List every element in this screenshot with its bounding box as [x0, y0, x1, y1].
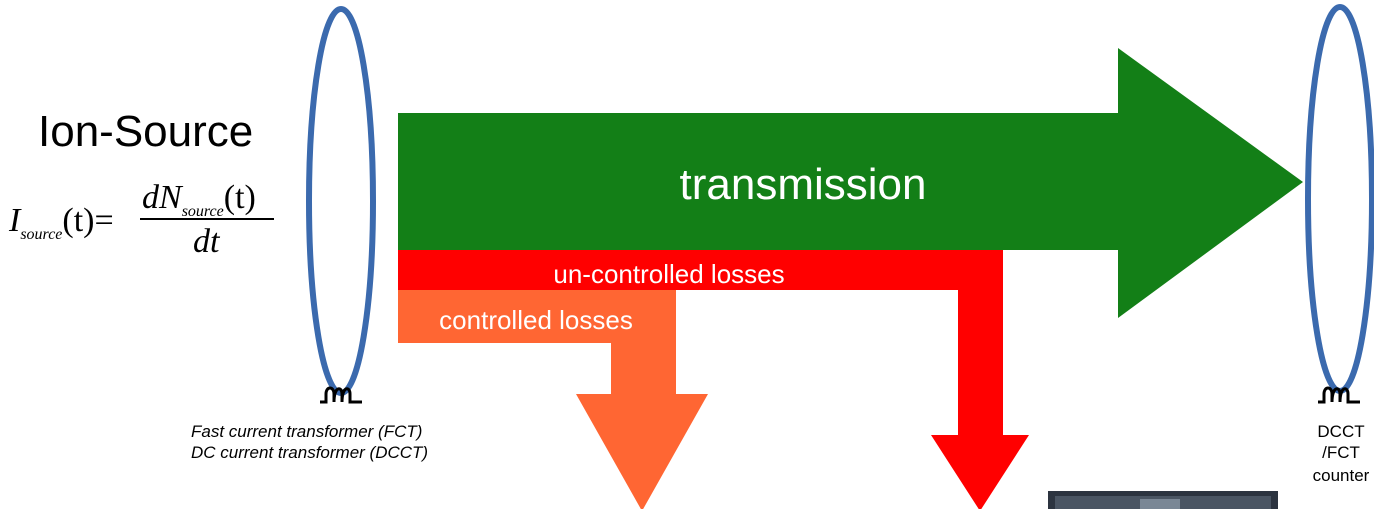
svg-text:Isource(t)=: Isource(t)=	[8, 202, 114, 243]
left-current-transformer-icon	[306, 6, 376, 404]
formula-argument: (t)	[62, 202, 94, 239]
dcct-caption: DC current transformer (DCCT)	[191, 443, 428, 462]
right-caption-line3: counter	[1313, 466, 1370, 485]
formula-lhs-subscript: source	[20, 226, 62, 243]
ion-source-title: Ion-Source	[38, 107, 253, 156]
right-current-transformer-icon	[1305, 4, 1374, 404]
controlled-losses-label: controlled losses	[439, 305, 633, 335]
controlled-losses-arrow	[398, 290, 708, 509]
transmission-label: transmission	[680, 160, 927, 209]
uncontrolled-losses-label: un-controlled losses	[553, 259, 784, 289]
formula-numerator-argument: (t)	[224, 179, 256, 216]
formula-equals: =	[94, 202, 113, 239]
formula-denominator: dt	[193, 223, 221, 260]
formula-numerator-prefix: dN	[142, 179, 184, 216]
uncontrolled-losses-arrow	[398, 250, 1029, 509]
svg-text:dNsource(t): dNsource(t)	[142, 179, 256, 220]
photo-thumbnail	[1048, 491, 1278, 509]
transmission-arrow	[398, 48, 1303, 318]
right-caption-line1: DCCT	[1317, 422, 1364, 441]
source-current-formula: Isource(t)= dNsource(t) dt	[8, 179, 274, 260]
formula-numerator-subscript: source	[182, 203, 224, 220]
formula-lhs-symbol: I	[8, 202, 22, 239]
fct-caption: Fast current transformer (FCT)	[191, 422, 422, 441]
right-caption-line2: /FCT	[1322, 443, 1360, 462]
